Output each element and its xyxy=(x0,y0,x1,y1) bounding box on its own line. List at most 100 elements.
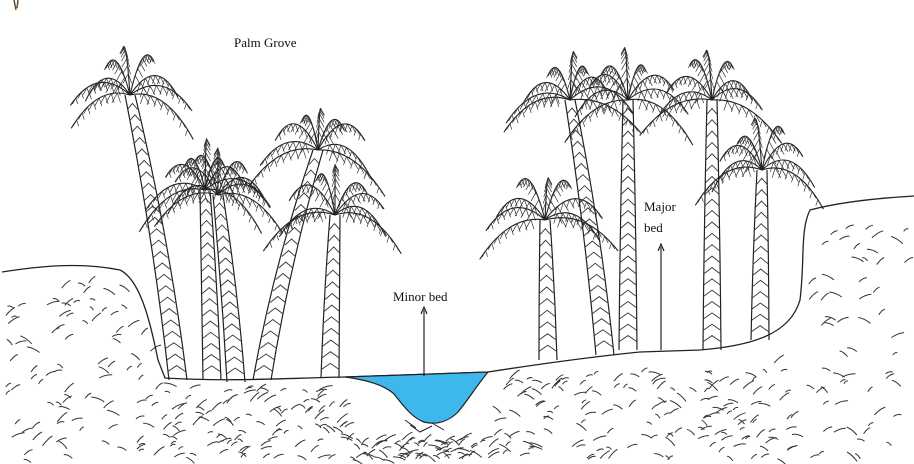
palm-leaflet xyxy=(325,135,334,145)
palm-trunk-scale xyxy=(540,299,555,305)
hatch-stroke xyxy=(171,441,176,443)
hatch-stroke xyxy=(655,414,660,418)
palm-frond xyxy=(628,89,688,114)
palm-trunk-edge xyxy=(550,220,557,360)
palm-trunk-scale xyxy=(539,334,556,340)
palm-leaflet xyxy=(506,201,512,208)
palm-trunk-scale xyxy=(589,274,605,280)
palm-trunk-scale xyxy=(622,177,635,183)
hatch-stroke xyxy=(174,453,185,457)
hatch-stroke xyxy=(628,444,638,447)
hatch-stroke xyxy=(257,392,268,399)
palm-frond xyxy=(628,99,693,145)
hatch-stroke xyxy=(886,372,893,374)
hatch-stroke xyxy=(721,432,727,434)
hatch-stroke xyxy=(284,430,289,433)
hatch-stroke xyxy=(154,447,165,456)
palm-trunk-scale xyxy=(755,224,768,230)
palm-trunk-scale xyxy=(575,164,587,170)
palm-trunk-scale xyxy=(168,366,186,372)
hatch-stroke xyxy=(383,447,391,449)
hatch-stroke xyxy=(824,323,833,326)
hatch-stroke xyxy=(495,418,507,421)
hatch-stroke xyxy=(647,422,652,424)
palm-trunk-scale xyxy=(620,268,635,274)
palm-trunk-scale xyxy=(328,247,340,253)
palm-trunk-scale xyxy=(322,352,339,358)
hatch-stroke xyxy=(361,444,368,446)
palm-trunk-scale xyxy=(621,199,634,205)
hatch-stroke xyxy=(356,439,361,443)
hatch-stroke xyxy=(53,298,59,300)
hatch-stroke xyxy=(576,423,586,430)
palm-trunk-scale xyxy=(753,269,768,275)
hatch-stroke xyxy=(893,414,901,416)
palm-trunk-scale xyxy=(595,341,613,347)
hatch-stroke xyxy=(822,274,834,280)
major-bed-label-line1: Major xyxy=(644,199,676,215)
palm-trunk-scale xyxy=(258,354,275,360)
hatch-stroke xyxy=(137,444,146,449)
hatch-stroke xyxy=(835,401,848,405)
hatch-stroke xyxy=(707,382,717,390)
hatch-stroke xyxy=(171,437,178,440)
hatch-stroke xyxy=(809,292,818,300)
palm-trunk-scale xyxy=(706,154,718,160)
palm-leaflet xyxy=(89,102,96,110)
palm-trunk-scale xyxy=(152,240,166,246)
hatch-stroke xyxy=(730,379,739,385)
hatch-stroke xyxy=(27,347,40,353)
palm-trunk-scale xyxy=(201,232,213,238)
palm-trunk-scale xyxy=(755,212,767,218)
palm-trunk-scale xyxy=(705,245,720,251)
hatch-stroke xyxy=(281,389,287,391)
palm-trunk-scale xyxy=(219,258,232,264)
hatch-stroke xyxy=(509,431,520,437)
major-bed-label-line2: bed xyxy=(644,220,663,236)
hatch-stroke xyxy=(864,428,871,434)
hatch-stroke xyxy=(769,385,775,390)
hatch-stroke xyxy=(59,407,70,410)
palm-trunk-scale xyxy=(202,254,215,260)
palm-leaflet xyxy=(270,159,277,167)
palm-trunk-scale xyxy=(140,172,152,178)
hatch-stroke xyxy=(527,378,533,380)
hatch-stroke xyxy=(727,456,733,461)
hatch-stroke xyxy=(127,366,132,370)
hatch-stroke xyxy=(586,375,593,377)
hatch-stroke xyxy=(811,455,820,458)
palm-trunk-scale xyxy=(588,263,603,269)
hatch-stroke xyxy=(831,231,838,235)
palm-trunk-scale xyxy=(622,154,634,160)
hatch-stroke xyxy=(614,374,623,382)
hatch-stroke xyxy=(653,380,658,384)
hatch-stroke xyxy=(698,436,709,439)
palm-leaflet xyxy=(83,88,89,95)
palm-leaflet xyxy=(95,98,102,106)
palm-leaflet xyxy=(591,94,598,102)
hatch-stroke xyxy=(687,429,695,435)
hatch-stroke xyxy=(606,447,611,449)
palm-leaflet xyxy=(255,224,260,230)
hatch-stroke xyxy=(337,414,348,423)
palm-trunk-edge xyxy=(135,95,187,380)
hatch-stroke xyxy=(657,381,665,389)
hatch-stroke xyxy=(300,405,305,409)
palm-trunk-scale xyxy=(201,221,212,227)
hatch-stroke xyxy=(57,364,62,368)
hatch-stroke xyxy=(298,426,303,429)
hatch-stroke xyxy=(657,401,667,405)
palm-trunk-scale xyxy=(540,310,555,316)
hatch-stroke xyxy=(541,383,550,389)
palm-leaflet xyxy=(350,126,356,133)
hatch-stroke xyxy=(137,436,144,443)
palm-tree xyxy=(263,164,401,378)
hatch-stroke xyxy=(581,420,585,423)
palm-trunk-scale xyxy=(703,336,721,342)
palm-leaflet xyxy=(344,147,351,155)
hatch-stroke xyxy=(261,441,271,446)
palm-trunk-scale xyxy=(704,279,720,285)
palm-trunk-scale xyxy=(621,211,635,217)
palm-leaflet xyxy=(723,172,730,180)
palm-trunk-edge xyxy=(253,150,313,380)
